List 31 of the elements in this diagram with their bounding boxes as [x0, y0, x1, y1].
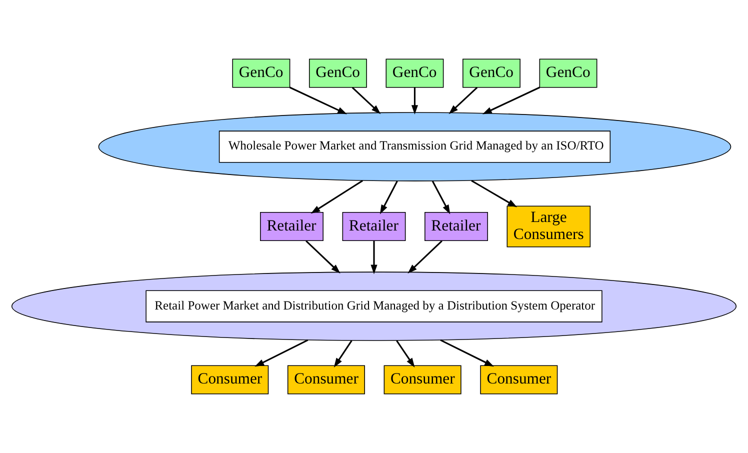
node-ellipse: Wholesale Power Market and Transmission Grid Managed by an ISO/RTO — [98, 112, 732, 182]
node-box: Consumer — [287, 365, 365, 394]
arrow — [352, 86, 381, 114]
arrow — [440, 339, 494, 367]
arrow — [254, 339, 308, 367]
node-box: Consumer — [384, 365, 462, 394]
node-box: GenCo — [386, 58, 444, 88]
node-box: Consumer — [191, 365, 269, 394]
arrow — [408, 240, 442, 274]
arrow — [306, 240, 340, 274]
node-box: GenCo — [232, 58, 290, 88]
node-box: Retailer — [260, 212, 324, 241]
arrow — [396, 340, 415, 368]
node-box: GenCo — [308, 58, 367, 88]
node-box: Retailer — [342, 212, 406, 241]
arrow — [334, 340, 352, 368]
arrow — [448, 86, 478, 114]
node-box: Consumer — [480, 365, 558, 394]
arrow — [471, 180, 518, 208]
node-ellipse: Retail Power Market and Distribution Grid Managed by a Distribution System Operator — [11, 272, 737, 341]
arrow — [380, 180, 398, 214]
node-box: Retailer — [424, 212, 488, 241]
arrow — [310, 180, 363, 214]
arrow — [411, 88, 418, 115]
arrow — [289, 86, 348, 114]
node-box: GenCo — [539, 58, 598, 88]
arrow — [432, 180, 450, 214]
node-box: Large Consumers — [506, 206, 591, 248]
node-box: GenCo — [462, 58, 520, 88]
arrow — [370, 240, 378, 274]
arrow — [482, 86, 540, 114]
